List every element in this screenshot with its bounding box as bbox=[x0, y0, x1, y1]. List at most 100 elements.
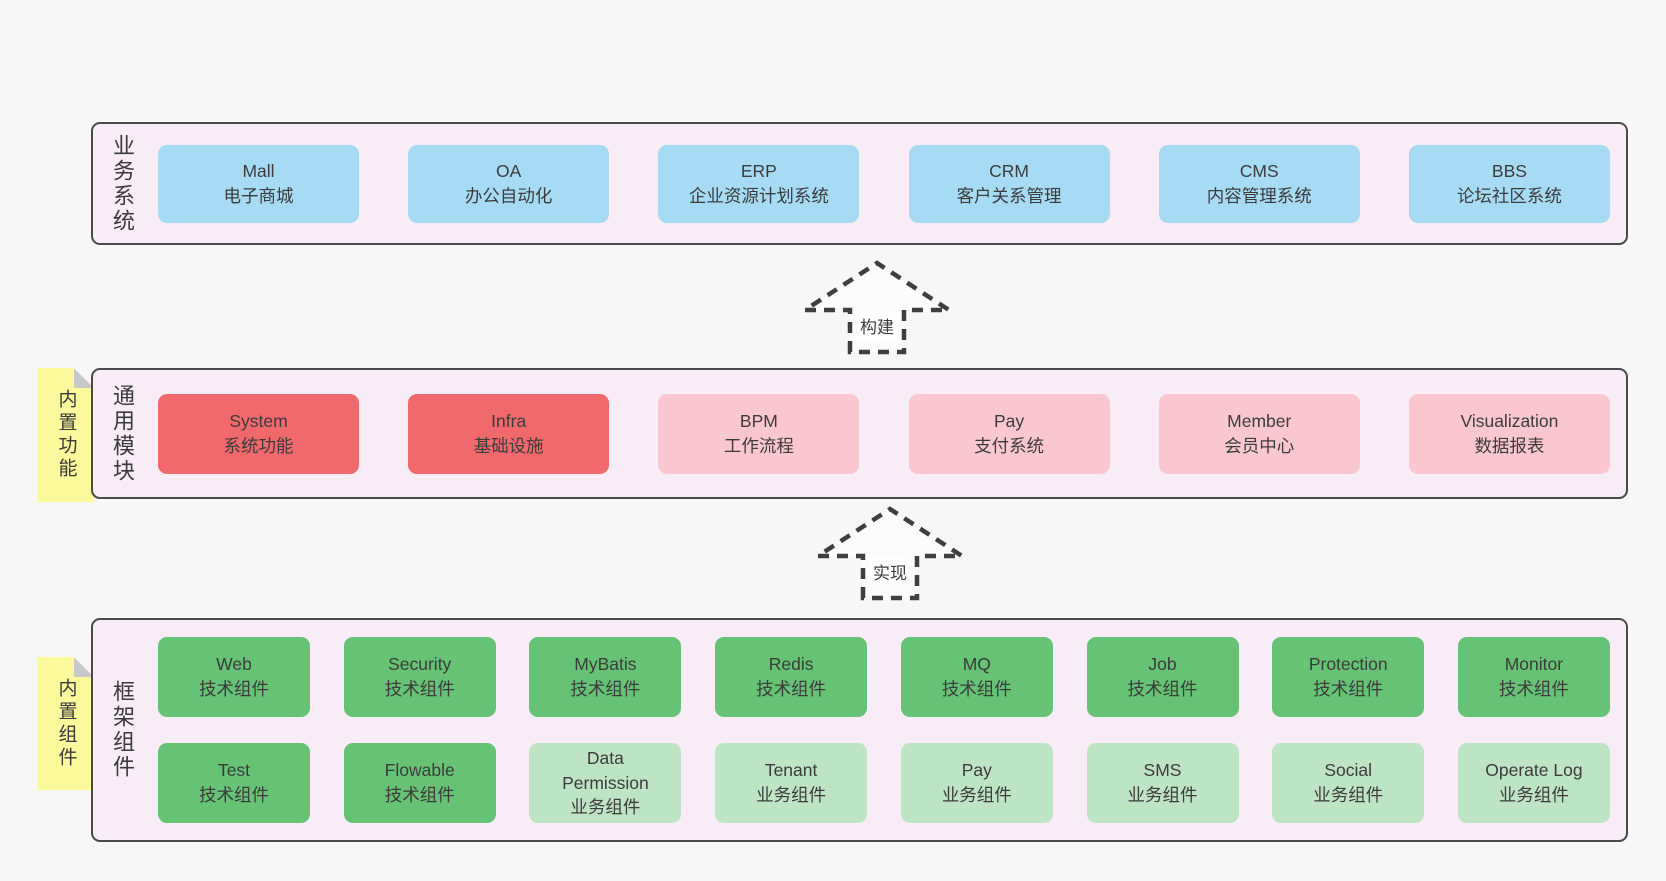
box-subtitle: 电子商城 bbox=[223, 185, 294, 206]
box-name: Tenant bbox=[764, 760, 818, 781]
box-name: OA bbox=[496, 160, 522, 181]
box-test: Test 技术组件 bbox=[158, 743, 310, 823]
box-name: Protection bbox=[1308, 654, 1388, 675]
box-member: Member 会员中心 bbox=[1158, 393, 1360, 474]
box-name: BPM bbox=[739, 410, 778, 431]
box-bbs: BBS 论坛社区系统 bbox=[1408, 144, 1610, 223]
box-mall: Mall 电子商城 bbox=[158, 144, 359, 223]
box-name: MQ bbox=[962, 654, 991, 675]
layer-label-business-systems: 业务系统 bbox=[110, 133, 135, 234]
box-crm: CRM 客户关系管理 bbox=[908, 144, 1110, 223]
build-arrow-label: 构建 bbox=[857, 312, 897, 339]
box-system: System 系统功能 bbox=[158, 393, 359, 474]
box-operate-log: Operate Log 业务组件 bbox=[1457, 743, 1610, 823]
implement-arrow: 实现 bbox=[815, 506, 965, 601]
box-visualization: Visualization 数据报表 bbox=[1408, 393, 1610, 474]
sticky-note-text: 内置组件 bbox=[55, 677, 77, 770]
box-redis: Redis 技术组件 bbox=[715, 637, 868, 717]
box-job: Job 技术组件 bbox=[1086, 637, 1239, 717]
box-subtitle: 技术组件 bbox=[941, 679, 1012, 699]
box-subtitle: 会员中心 bbox=[1224, 435, 1295, 456]
module-boxes: System 系统功能 Infra 基础设施 BPM 工作流程 Pay 支付系统… bbox=[138, 393, 1626, 474]
box-flowable: Flowable 技术组件 bbox=[343, 743, 496, 823]
component-rows: Web 技术组件 Security 技术组件 MyBatis 技术组件 Redi… bbox=[138, 637, 1626, 823]
box-name: Test bbox=[217, 760, 251, 781]
box-subtitle: 数据报表 bbox=[1474, 435, 1545, 456]
up-arrow-icon bbox=[815, 506, 965, 601]
box-name: Security bbox=[388, 654, 452, 675]
box-name: System bbox=[229, 410, 288, 431]
box-subtitle: 技术组件 bbox=[1498, 679, 1569, 699]
box-subtitle: 技术组件 bbox=[384, 785, 455, 805]
box-name: Member bbox=[1227, 410, 1292, 431]
box-subtitle: 技术组件 bbox=[199, 785, 269, 805]
box-name: Social bbox=[1324, 760, 1373, 781]
box-tenant: Tenant 业务组件 bbox=[715, 743, 868, 823]
box-name: Flowable bbox=[384, 760, 455, 781]
box-protection: Protection 技术组件 bbox=[1272, 637, 1425, 717]
box-subtitle: 技术组件 bbox=[756, 679, 827, 699]
box-name: Visualization bbox=[1460, 410, 1559, 431]
box-name: BBS bbox=[1491, 160, 1527, 181]
box-subtitle: 系统功能 bbox=[223, 435, 294, 456]
box-erp: ERP 企业资源计划系统 bbox=[658, 144, 860, 223]
box-mq: MQ 技术组件 bbox=[900, 637, 1053, 717]
box-subtitle: 业务组件 bbox=[1498, 785, 1569, 805]
component-row-2: Test 技术组件 Flowable 技术组件 Data Permission … bbox=[158, 743, 1610, 823]
box-pay-system: Pay 支付系统 bbox=[908, 393, 1110, 474]
box-cms: CMS 内容管理系统 bbox=[1158, 144, 1360, 223]
box-name: CMS bbox=[1239, 160, 1279, 181]
box-name: Redis bbox=[768, 654, 814, 675]
box-subtitle: 工作流程 bbox=[723, 435, 794, 456]
box-subtitle: 支付系统 bbox=[974, 435, 1045, 456]
box-monitor: Monitor 技术组件 bbox=[1457, 637, 1610, 717]
box-subtitle: 技术组件 bbox=[199, 679, 269, 699]
box-security: Security 技术组件 bbox=[343, 637, 496, 717]
box-subtitle: 办公自动化 bbox=[464, 185, 553, 206]
box-name: Pay bbox=[961, 760, 992, 781]
box-subtitle: 内容管理系统 bbox=[1206, 185, 1312, 206]
box-name: Job bbox=[1148, 654, 1177, 675]
box-name: Pay bbox=[993, 410, 1025, 431]
box-data-permission: Data Permission 业务组件 bbox=[529, 743, 682, 823]
sticky-note-text: 内置功能 bbox=[55, 389, 77, 481]
box-subtitle: 论坛社区系统 bbox=[1456, 185, 1562, 206]
box-name: Infra bbox=[491, 410, 527, 431]
box-bpm: BPM 工作流程 bbox=[658, 393, 860, 474]
box-name: ERP bbox=[740, 160, 777, 181]
box-subtitle: 技术组件 bbox=[1313, 679, 1384, 699]
box-subtitle: 业务组件 bbox=[570, 797, 641, 818]
box-subtitle: 技术组件 bbox=[570, 679, 641, 699]
layer-label-common-modules: 通用模块 bbox=[110, 383, 135, 484]
box-subtitle: 基础设施 bbox=[473, 435, 544, 456]
box-name: MyBatis bbox=[574, 654, 637, 675]
up-arrow-icon bbox=[802, 260, 952, 355]
box-web: Web 技术组件 bbox=[158, 637, 310, 717]
box-subtitle: 企业资源计划系统 bbox=[688, 185, 829, 206]
layer-framework-components: 框架组件 Web 技术组件 Security 技术组件 MyBatis 技术组件… bbox=[91, 618, 1628, 842]
box-subtitle: 业务组件 bbox=[941, 785, 1012, 805]
box-name: Monitor bbox=[1504, 654, 1564, 675]
box-subtitle: 业务组件 bbox=[1313, 785, 1384, 805]
box-name: Data Permission bbox=[562, 747, 649, 793]
box-oa: OA 办公自动化 bbox=[408, 144, 610, 223]
box-pay-component: Pay 业务组件 bbox=[900, 743, 1053, 823]
implement-arrow-label: 实现 bbox=[870, 558, 910, 585]
box-name: Mall bbox=[242, 160, 275, 181]
box-name: CRM bbox=[989, 160, 1029, 181]
box-mybatis: MyBatis 技术组件 bbox=[529, 637, 682, 717]
box-name: Operate Log bbox=[1485, 760, 1583, 781]
box-sms: SMS 业务组件 bbox=[1086, 743, 1239, 823]
box-infra: Infra 基础设施 bbox=[408, 393, 610, 474]
box-subtitle: 技术组件 bbox=[1127, 679, 1198, 699]
layer-common-modules: 通用模块 System 系统功能 Infra 基础设施 BPM 工作流程 Pay… bbox=[91, 368, 1628, 499]
sticky-note-built-in-components: 内置组件 bbox=[38, 657, 94, 790]
box-social: Social 业务组件 bbox=[1272, 743, 1425, 823]
box-subtitle: 客户关系管理 bbox=[956, 185, 1062, 206]
component-row-1: Web 技术组件 Security 技术组件 MyBatis 技术组件 Redi… bbox=[158, 637, 1610, 717]
build-arrow: 构建 bbox=[802, 260, 952, 355]
box-name: Web bbox=[216, 654, 252, 675]
layer-business-systems: 业务系统 Mall 电子商城 OA 办公自动化 ERP 企业资源计划系统 CRM… bbox=[91, 122, 1628, 245]
business-boxes: Mall 电子商城 OA 办公自动化 ERP 企业资源计划系统 CRM 客户关系… bbox=[138, 144, 1626, 223]
